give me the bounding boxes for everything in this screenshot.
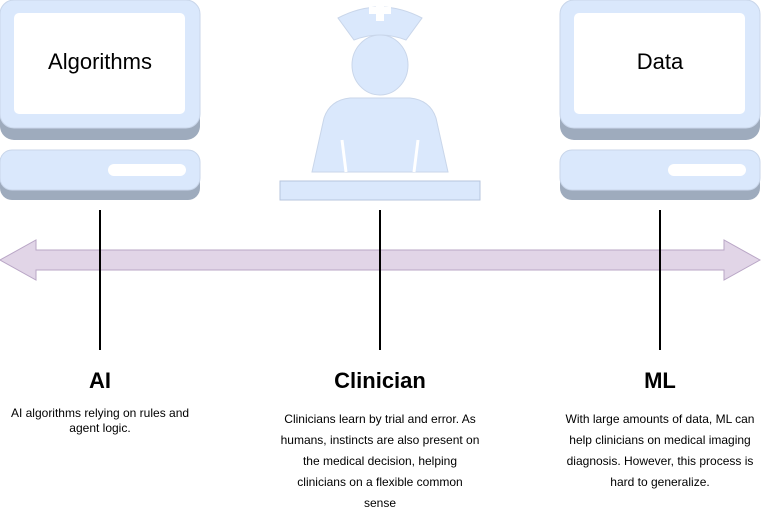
algorithms-label: Algorithms xyxy=(48,49,152,74)
data-label: Data xyxy=(637,49,684,74)
computer-icon-right: Data xyxy=(559,0,761,200)
right-drive-slot xyxy=(668,164,746,176)
left-cpu-box xyxy=(0,149,201,191)
ai-title: AI xyxy=(89,368,111,393)
nurse-cap xyxy=(337,6,423,41)
left-drive-slot xyxy=(108,164,186,176)
nurse-head xyxy=(351,34,409,96)
right-cpu-box xyxy=(559,149,761,191)
desk xyxy=(279,180,481,201)
computer-icon-left: Algorithms xyxy=(0,0,201,200)
nurse-icon xyxy=(279,0,481,201)
ml-title: ML xyxy=(644,368,676,393)
algorithms-screen xyxy=(14,13,185,114)
ai-description: AI algorithms relying on rules and agent… xyxy=(10,406,190,435)
nurse-body xyxy=(311,97,449,173)
clinician-title: Clinician xyxy=(334,368,426,393)
ml-description: With large amounts of data, ML can help … xyxy=(565,412,755,489)
clinician-description: Clinicians learn by trial and error. As … xyxy=(280,412,480,510)
data-screen xyxy=(574,13,745,114)
